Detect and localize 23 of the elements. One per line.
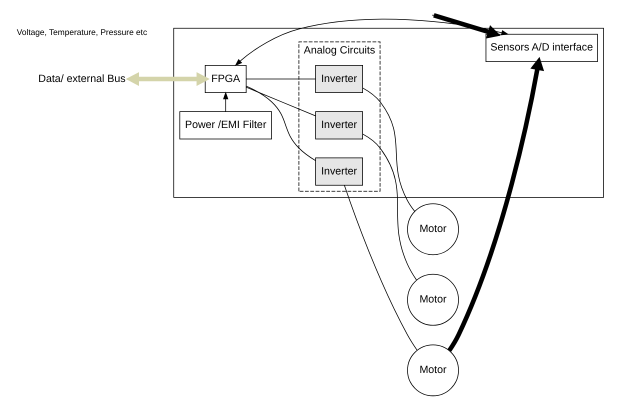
connector (246, 86, 316, 116)
node-circle: Motor (407, 274, 459, 326)
node-box: Sensors A/D interface (486, 34, 598, 62)
node-circle: Motor (407, 203, 459, 256)
connector (344, 184, 418, 350)
node-box: Inverter (315, 158, 363, 186)
node-circle: Motor (407, 344, 459, 396)
connector (246, 86, 316, 161)
arrow (433, 13, 501, 38)
node-box: Inverter (315, 65, 363, 94)
connector (246, 78, 316, 80)
connector (362, 134, 417, 280)
arrow (223, 92, 228, 112)
arrow (447, 56, 544, 352)
cluster (173, 28, 604, 198)
node-box: Power /EMI Filter (179, 111, 272, 140)
arrow (234, 18, 509, 66)
label: Voltage, Temperature, Pressure etc (16, 26, 148, 37)
node-box: Inverter (315, 111, 363, 140)
arrow (126, 72, 210, 86)
node-box: FPGA (204, 65, 247, 94)
node-text: Data/ external Bus (38, 72, 126, 85)
connector (362, 88, 415, 212)
